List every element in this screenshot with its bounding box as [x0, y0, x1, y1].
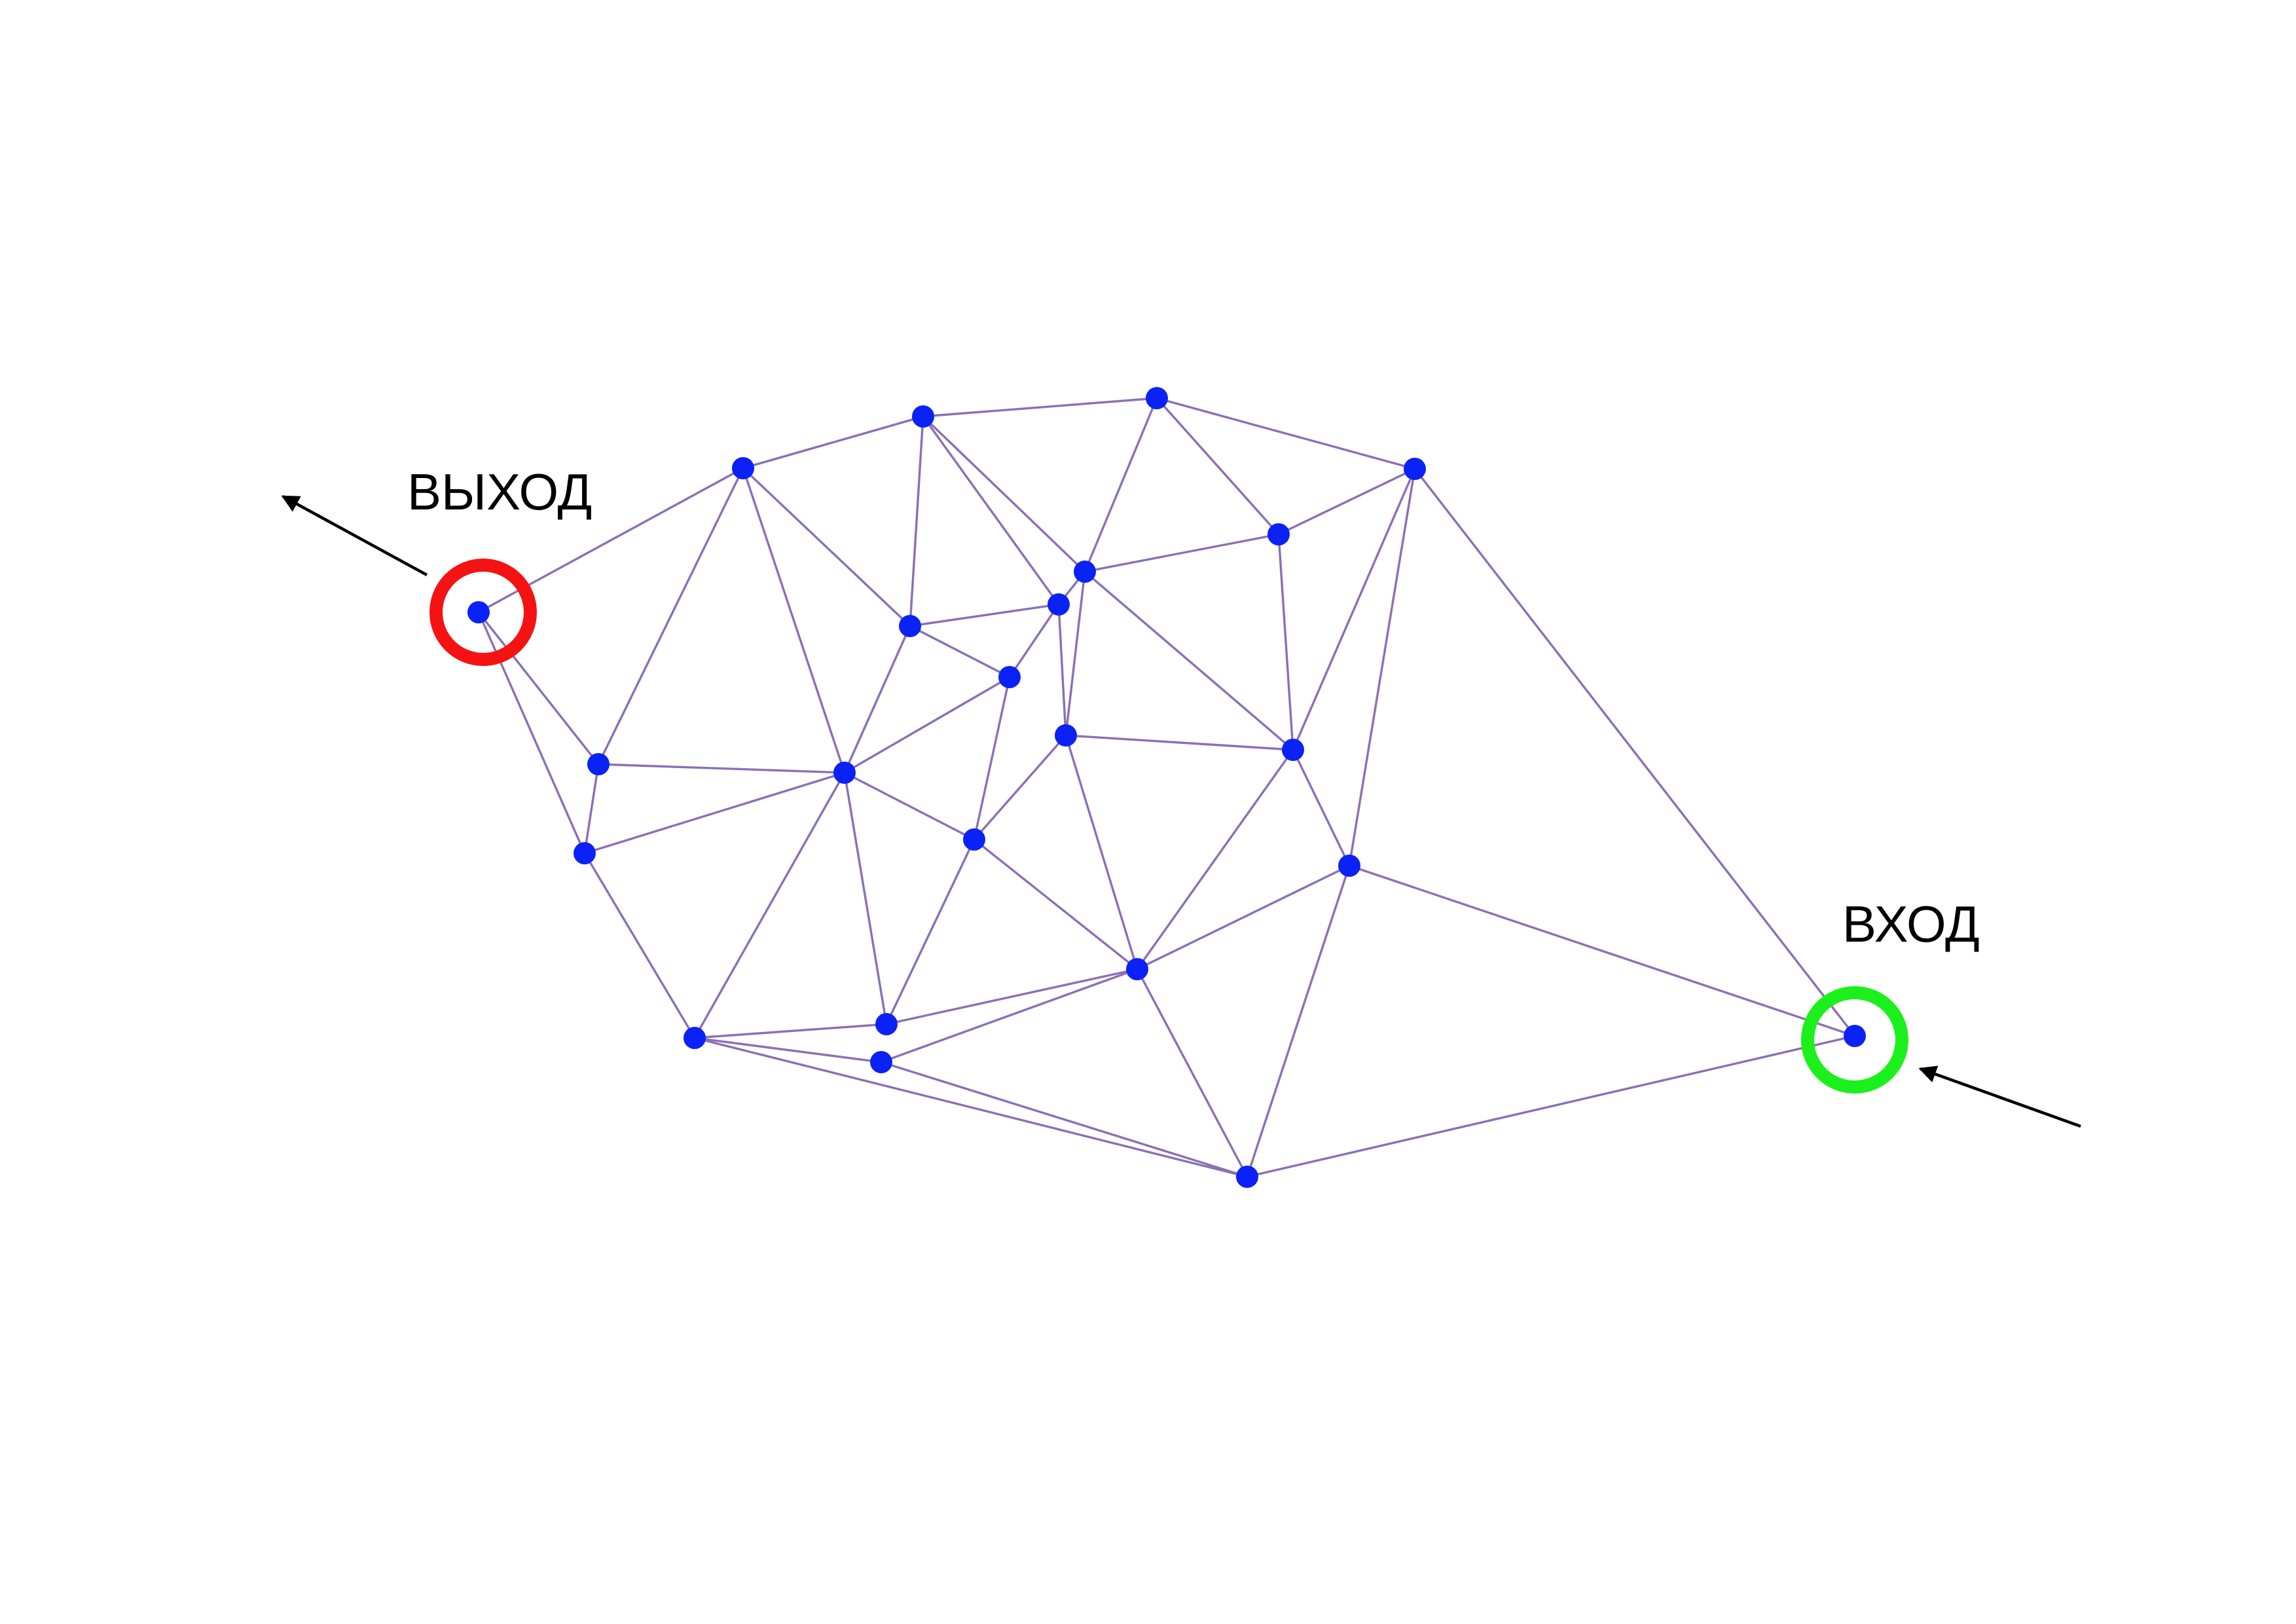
- edge-n1-n15: [477, 612, 586, 854]
- network-nodes: [467, 387, 1866, 1188]
- exit-node: [467, 601, 490, 623]
- node-n8: [1048, 593, 1070, 616]
- edge-n2-n11: [597, 468, 744, 765]
- entry-node: [1844, 1025, 1866, 1047]
- node-n4: [1146, 387, 1168, 409]
- edge-n2-n3: [742, 415, 924, 470]
- edge-n19-n20: [694, 1023, 887, 1039]
- edge-n6-n13: [1277, 534, 1294, 750]
- edge-n8-n10: [1008, 604, 1060, 678]
- entry-label: ВХОД: [1842, 895, 1980, 953]
- edge-n12-n16: [973, 734, 1067, 841]
- node-n19: [875, 1013, 898, 1035]
- edge-n18-n19: [886, 968, 1138, 1025]
- edge-n10-n16: [973, 676, 1011, 840]
- edge-n14-n19: [843, 772, 888, 1025]
- node-n7: [1074, 561, 1096, 583]
- node-n20: [683, 1027, 706, 1049]
- edge-n5-n6: [1278, 468, 1415, 536]
- edge-n18-n21: [881, 968, 1138, 1063]
- node-n2: [732, 457, 754, 479]
- edge-n9-n14: [843, 625, 911, 773]
- edge-n20-n22: [694, 1037, 1248, 1178]
- edge-n4-n5: [1156, 397, 1415, 470]
- edge-n22-n30: [1247, 1035, 1855, 1178]
- edge-n15-n20: [583, 853, 696, 1039]
- node-n17: [1338, 855, 1360, 877]
- edge-n17-n18: [1137, 864, 1350, 970]
- edge-n3-n7: [922, 415, 1086, 573]
- edge-n17-n30: [1349, 864, 1855, 1037]
- edge-n11-n14: [598, 763, 845, 774]
- edge-n13-n18: [1136, 749, 1294, 970]
- node-n11: [587, 753, 610, 775]
- edge-n4-n6: [1156, 397, 1280, 536]
- exit-ring-highlight: [429, 559, 537, 666]
- edge-n5-n13: [1292, 468, 1416, 750]
- edge-n12-n18: [1065, 735, 1139, 970]
- edge-n6-n7: [1084, 533, 1279, 573]
- edge-n7-n13: [1084, 570, 1294, 751]
- edge-n2-n9: [742, 467, 911, 627]
- edge-n17-n22: [1246, 865, 1351, 1177]
- edge-n12-n13: [1065, 734, 1294, 751]
- node-n15: [574, 842, 596, 864]
- entry-ring-highlight: [1801, 986, 1908, 1094]
- exit-label: ВЫХОД: [407, 463, 592, 521]
- edge-n2-n14: [742, 468, 846, 773]
- exit-arrow: [281, 495, 428, 576]
- entry-arrow: [1918, 1065, 2081, 1128]
- node-n13: [1282, 739, 1304, 761]
- node-n14: [833, 762, 856, 784]
- node-n9: [899, 615, 921, 637]
- edge-n1-n11: [477, 611, 600, 766]
- edge-n4-n7: [1084, 397, 1158, 572]
- edge-n14-n20: [693, 772, 846, 1039]
- node-n22: [1236, 1166, 1258, 1188]
- node-n6: [1267, 523, 1290, 545]
- edge-n3-n8: [922, 416, 1060, 605]
- node-n21: [870, 1051, 892, 1073]
- edge-n7-n12: [1065, 571, 1086, 736]
- network-edges: [477, 397, 1856, 1178]
- edge-n21-n22: [881, 1061, 1248, 1178]
- edge-n16-n18: [973, 838, 1139, 970]
- edge-n5-n17: [1348, 468, 1416, 866]
- edge-n18-n22: [1136, 969, 1248, 1177]
- edge-n14-n16: [844, 771, 975, 841]
- node-n18: [1126, 958, 1148, 980]
- edge-n3-n4: [922, 397, 1157, 418]
- edge-n5-n30: [1413, 468, 1856, 1037]
- edge-n20-n21: [694, 1037, 882, 1063]
- edge-n16-n19: [885, 839, 975, 1025]
- node-n16: [963, 828, 985, 851]
- edge-n10-n14: [844, 676, 1010, 774]
- edge-n14-n15: [584, 771, 845, 855]
- edge-n3-n9: [909, 416, 924, 627]
- node-n3: [912, 405, 934, 428]
- edge-n13-n17: [1292, 749, 1351, 866]
- edge-n9-n10: [909, 625, 1010, 678]
- node-n12: [1055, 724, 1077, 747]
- node-n10: [998, 666, 1021, 688]
- edge-n11-n15: [583, 764, 600, 854]
- edge-n8-n12: [1057, 604, 1067, 736]
- edge-n8-n9: [909, 603, 1059, 627]
- node-n5: [1404, 458, 1426, 480]
